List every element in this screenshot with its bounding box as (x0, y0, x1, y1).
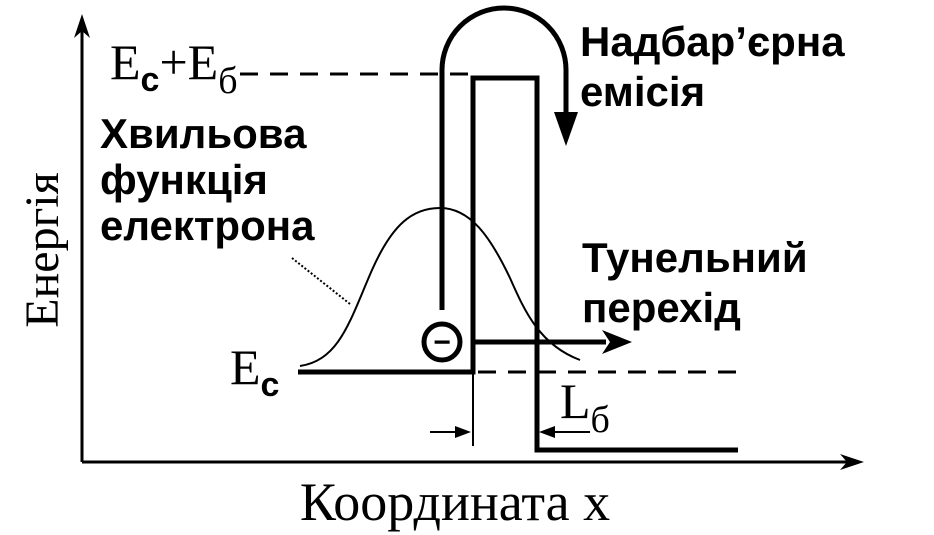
tunneling-label-line-1: Тунельний (582, 234, 808, 281)
electron-sign: − (433, 326, 451, 359)
wavefunction-curve (299, 206, 581, 367)
wavefunction-pointer (291, 257, 351, 305)
x-axis-arrowhead (840, 454, 864, 470)
x-axis-label: Координата x (300, 472, 610, 532)
barrier-width-label: Lб (560, 373, 610, 441)
wavefunction-label-line-3: електрона (100, 202, 315, 249)
wavefunction-label-line-1: Хвильова (100, 110, 307, 157)
electron-circle (421, 321, 463, 363)
emission-label-line-1: Надбар’єрна (580, 18, 845, 65)
tunneling-arrowhead (602, 330, 632, 354)
barrier-top-label: Ec+Eб (110, 34, 238, 102)
potential-profile (298, 75, 738, 453)
emission-label-line-2: емісія (580, 68, 705, 115)
y-axis-arrowhead (74, 14, 90, 38)
emission-path (439, 5, 569, 310)
y-axis-label: Енергія (16, 172, 69, 327)
emission-arrowhead (554, 112, 578, 146)
conduction-level-label: Ec (230, 339, 279, 404)
barrier-width-arrowhead-right (539, 426, 555, 438)
barrier-width-arrowhead-left (455, 426, 471, 438)
wavefunction-label-line-2: функція (100, 156, 268, 203)
tunneling-label-line-2: перехід (582, 284, 741, 331)
